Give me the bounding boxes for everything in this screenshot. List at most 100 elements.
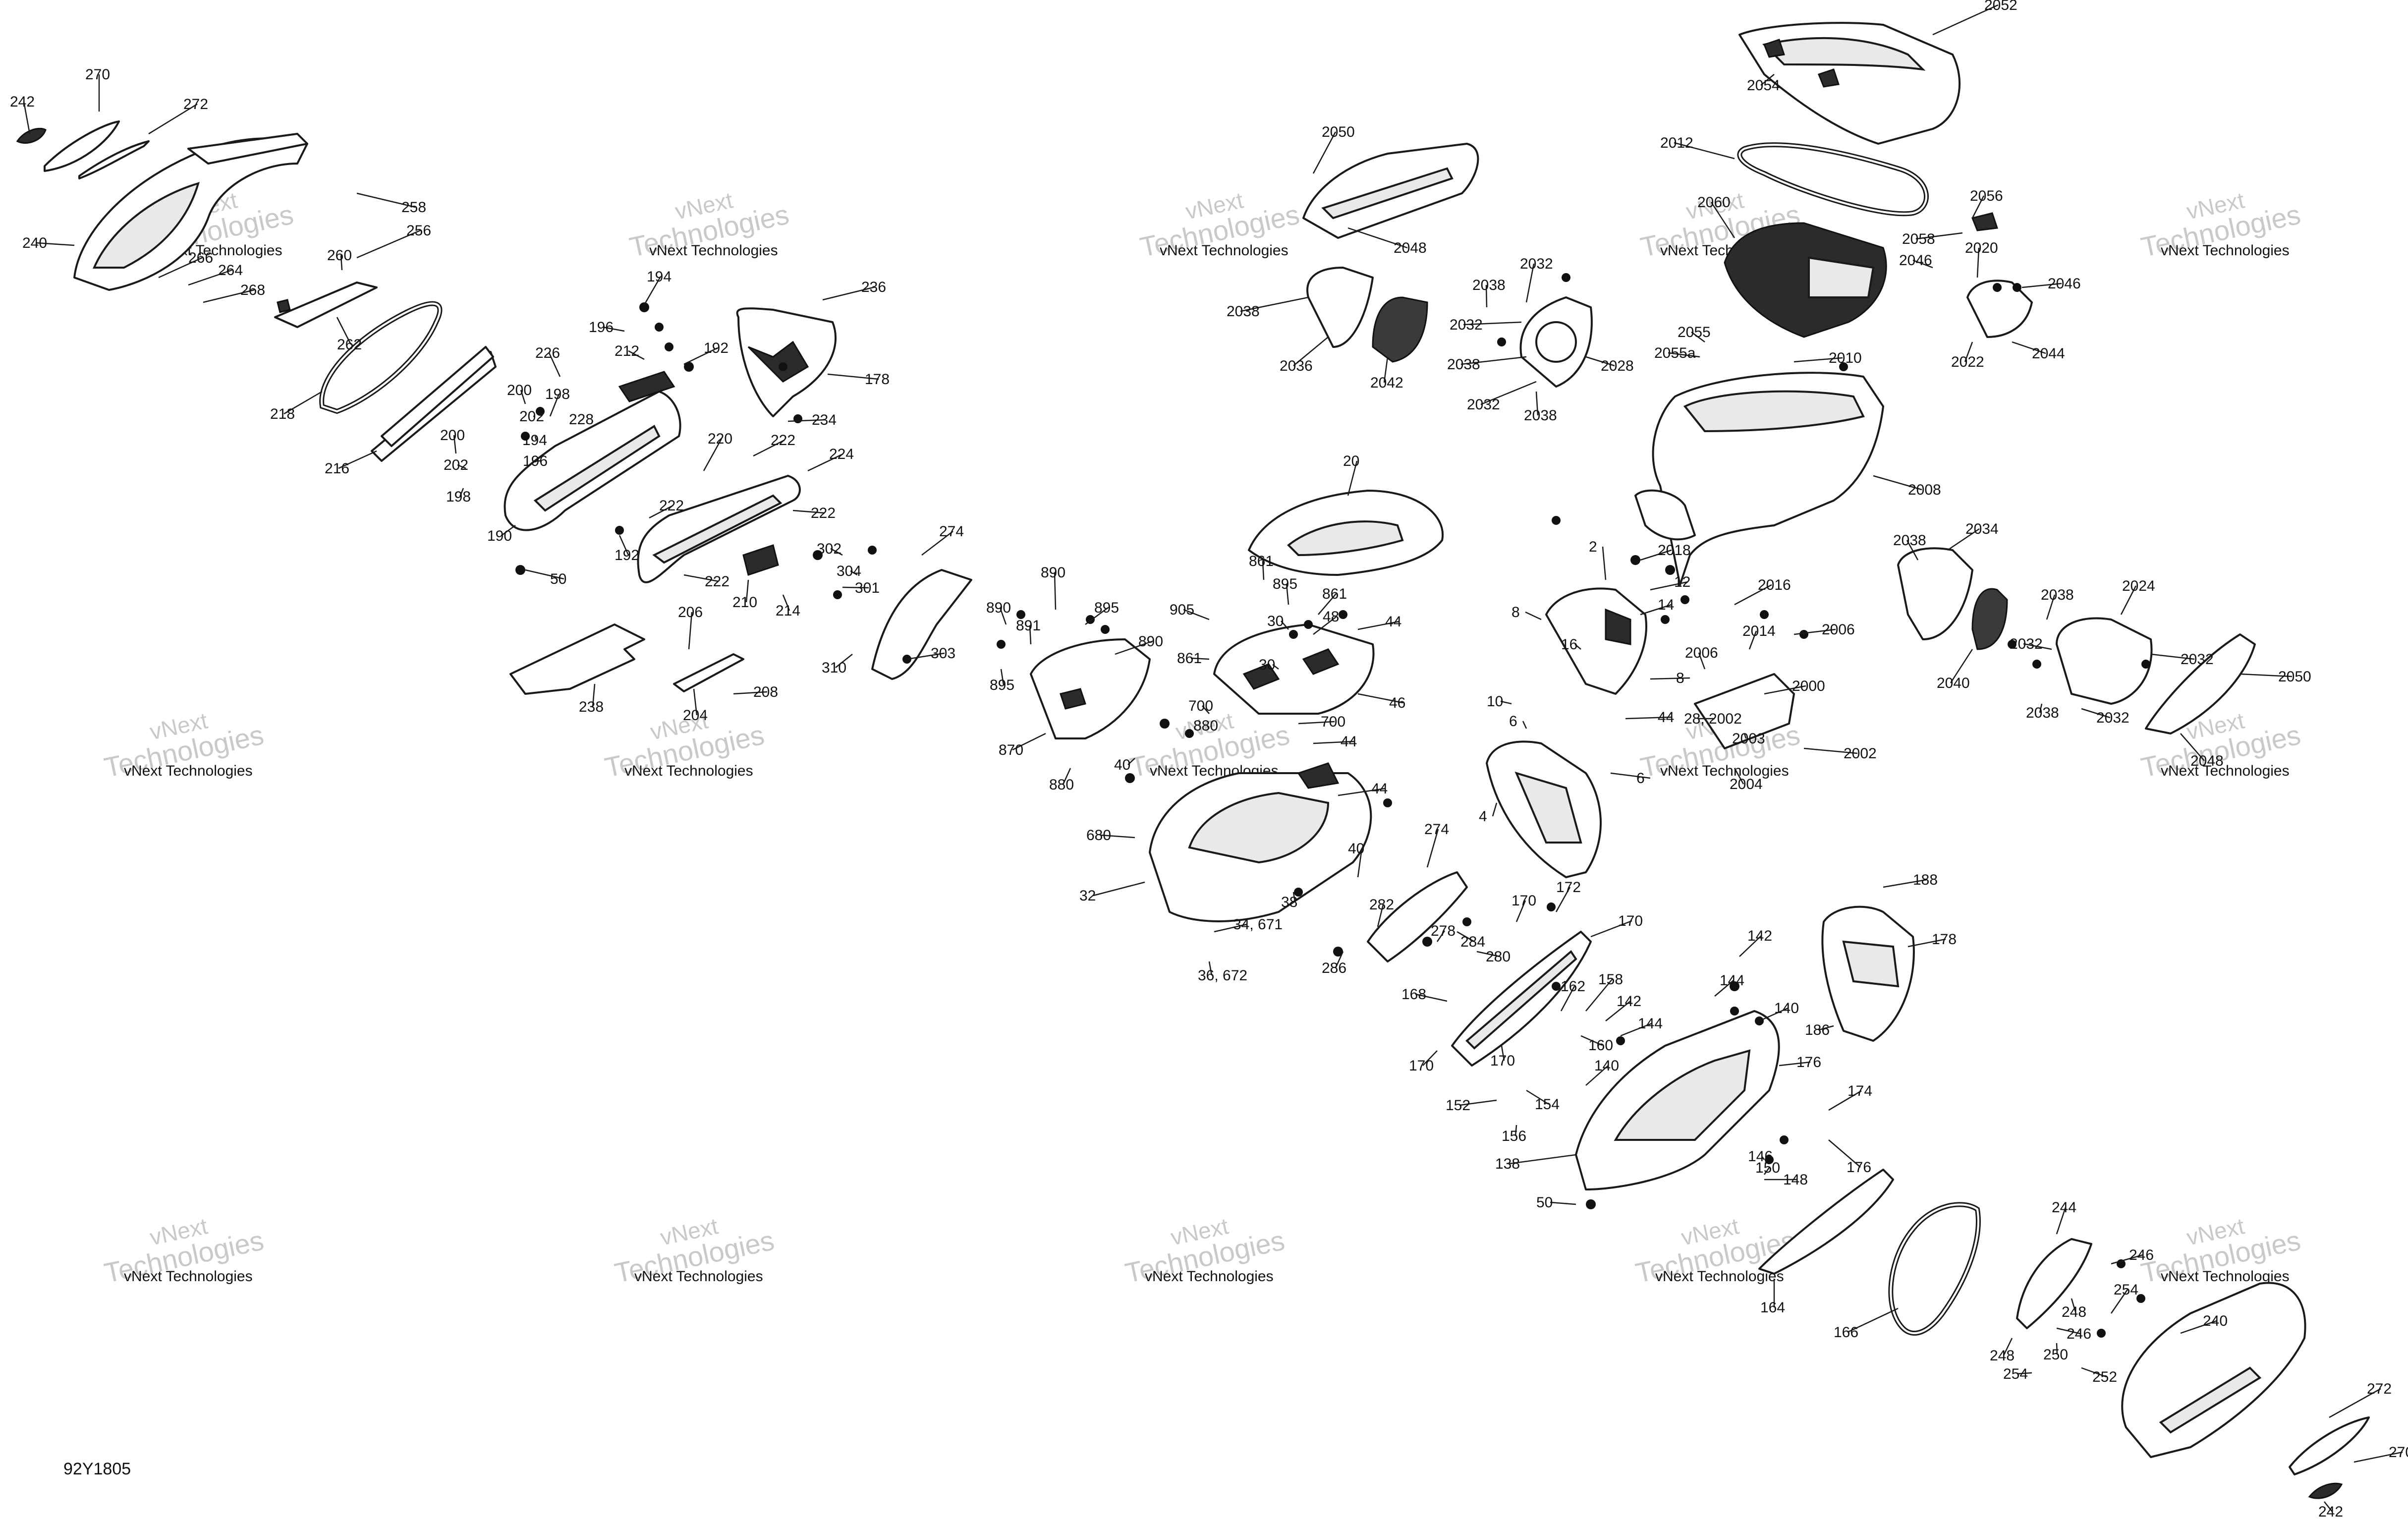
callout-label: 286 <box>1322 960 1346 976</box>
callout-leader-line <box>1313 616 1337 635</box>
callout-leader-line <box>1605 1001 1631 1021</box>
callout-label: 2006 <box>1822 621 1855 638</box>
callout-leader-line <box>2150 653 2195 660</box>
callout-leader-line <box>1459 1099 1497 1106</box>
callout-leader-line <box>1793 357 1843 363</box>
callout-leader-line <box>1436 930 1446 942</box>
callout-leader-line <box>356 192 416 208</box>
callout-leader-line <box>1698 652 1706 670</box>
callout-leader-line <box>1828 1090 1862 1111</box>
latch-bracket-part <box>742 544 779 576</box>
callout-leader-line <box>1555 887 1571 912</box>
callout-leader-line <box>1214 923 1247 933</box>
callout-label: 222 <box>705 573 729 590</box>
callout-leader-line <box>1710 202 1736 238</box>
callout-label: 204 <box>683 707 708 724</box>
callout-label: 2036 <box>1280 358 1313 374</box>
callout-leader-line <box>525 569 564 580</box>
callout-label: 880 <box>1049 777 1074 793</box>
callout-label: 30 <box>1259 657 1275 673</box>
callout-leader-line <box>1456 931 1475 943</box>
floor-mat-part <box>509 623 645 695</box>
callout-label: 2014 <box>1742 623 1776 639</box>
trunk-left-speaker-grille-part <box>1372 296 1428 363</box>
callout-label: 890 <box>1041 564 1065 581</box>
left-rail-part <box>673 653 744 692</box>
right-gasket-part <box>1888 1202 1981 1336</box>
callout-label: 44 <box>1658 709 1674 726</box>
callout-leader-line <box>534 436 537 441</box>
callout-leader-line <box>2120 585 2137 615</box>
callout-label: 200 <box>440 427 465 444</box>
callout-label: 890 <box>986 600 1011 616</box>
callout-label: 160 <box>1588 1037 1613 1054</box>
watermark-line-3: vNext Technologies <box>124 763 253 779</box>
callout-label: 222 <box>659 498 684 514</box>
callout-leader-line <box>203 289 255 303</box>
callout-leader-line <box>1492 802 1498 817</box>
callout-leader-line <box>1515 900 1526 922</box>
callout-leader-line <box>188 269 232 286</box>
callout-label: 258 <box>401 199 426 216</box>
callout-leader-line <box>1932 4 1999 36</box>
callout-leader-line <box>520 390 526 404</box>
callout-leader-line <box>1525 611 1542 620</box>
callout-leader-line <box>1292 892 1296 903</box>
callout-label: 2052 <box>1984 0 2017 13</box>
callout-label: 166 <box>1834 1324 1858 1341</box>
callout-label: 8 <box>1676 670 1684 686</box>
callout-leader-line <box>1240 296 1309 312</box>
callout-leader-line <box>158 257 203 279</box>
callout-label: 2 <box>1589 539 1597 555</box>
callout-leader-line <box>1691 331 1705 343</box>
callout-label: 192 <box>704 340 728 356</box>
callout-label: 242 <box>10 94 35 110</box>
watermark-line-3: vNext Technologies <box>649 242 778 259</box>
callout-label: 262 <box>337 337 362 353</box>
callout-leader-line <box>2329 1388 2381 1418</box>
callout-label: 250 <box>2043 1347 2068 1363</box>
callout-label: 170 <box>1618 913 1643 929</box>
callout-label: 282 <box>1369 897 1394 913</box>
callout-label: 274 <box>1424 821 1449 838</box>
diagram-reference-code: 92Y1805 <box>63 1460 131 1478</box>
callout-leader-line <box>2180 1320 2217 1334</box>
callout-label: 2058 <box>1902 231 1935 247</box>
callout-label: 248 <box>2062 1304 2086 1320</box>
callout-label: 270 <box>85 66 110 83</box>
callout-leader-line <box>1625 716 1672 720</box>
callout-label: 680 <box>1086 827 1111 844</box>
callout-label: 14 <box>1658 597 1674 613</box>
callout-leader-line <box>1526 1089 1549 1105</box>
trunk-top-cover-part <box>1302 143 1479 239</box>
callout-label: 214 <box>776 603 800 619</box>
callout-label: 206 <box>678 604 703 620</box>
callout-label: 2038 <box>2041 587 2074 603</box>
callout-label: 34, 671 <box>1233 916 1283 933</box>
callout-label: 170 <box>1512 893 1536 909</box>
callout-label: 194 <box>647 269 672 285</box>
callout-label: 2046 <box>1899 252 1932 269</box>
callout-leader-line <box>1335 951 1344 968</box>
callout-label: 146 <box>1748 1148 1773 1165</box>
callout-label: 164 <box>1760 1299 1785 1316</box>
callout-leader-line <box>1062 768 1071 785</box>
callout-leader-line <box>1460 356 1527 365</box>
callout-label: 216 <box>325 460 349 477</box>
callout-label: 700 <box>1321 714 1345 730</box>
callout-leader-line <box>1906 540 1919 561</box>
callout-leader-line <box>1501 1045 1505 1061</box>
callout-leader-line <box>1828 1139 1861 1168</box>
callout-label: 2060 <box>1697 194 1731 211</box>
callout-leader-line <box>842 586 869 589</box>
callout-leader-line <box>1580 1035 1603 1046</box>
callout-label: 148 <box>1783 1172 1808 1188</box>
callout-label: 2032 <box>2181 651 2214 668</box>
left-saddlebag-cover-part <box>73 133 308 291</box>
callout-leader-line <box>618 535 629 556</box>
callout-leader-line <box>1318 593 1337 615</box>
watermark-line-3: vNext Technologies <box>634 1268 763 1285</box>
callout-leader-line <box>579 418 583 422</box>
callout-leader-line <box>1971 195 1985 219</box>
